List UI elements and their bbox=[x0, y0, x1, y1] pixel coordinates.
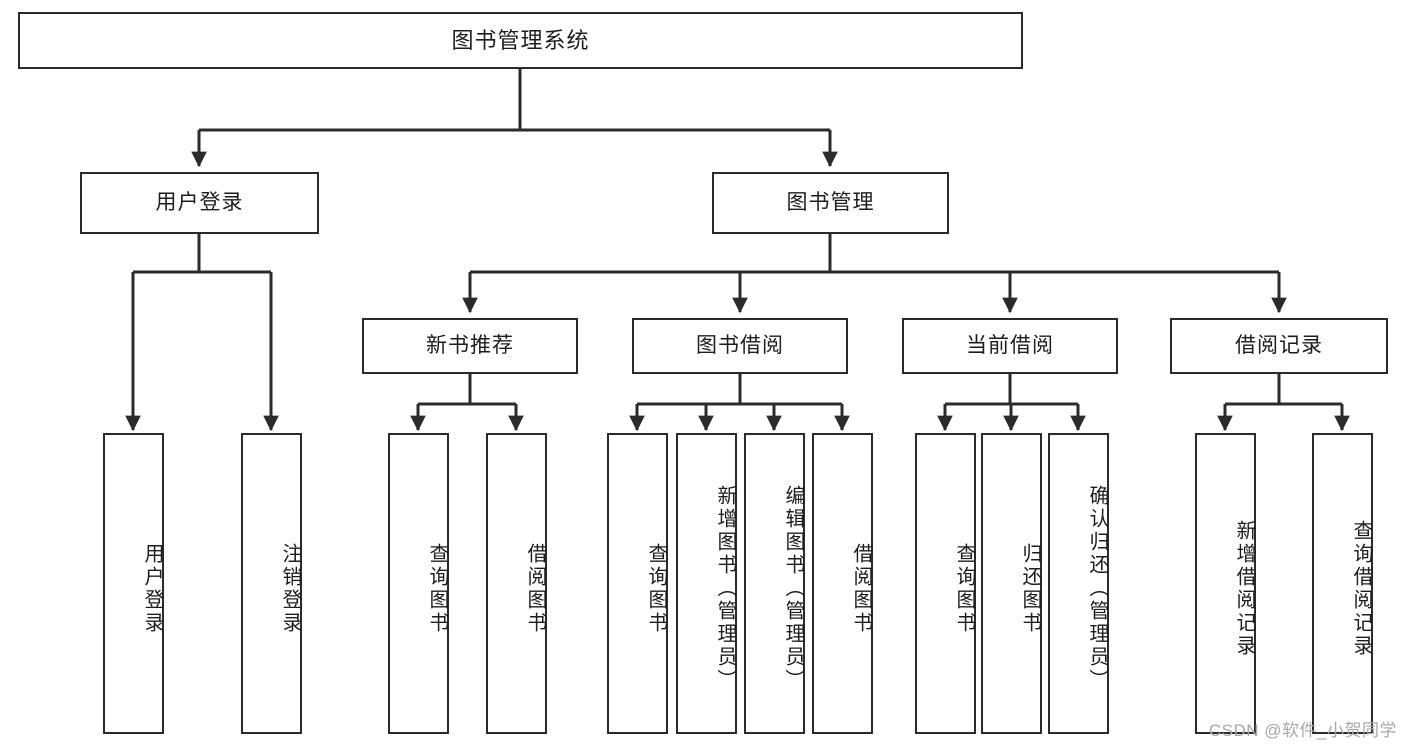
node-leaf-rec-query-book-label: 查询图书 bbox=[426, 542, 448, 635]
node-leaf-rec-borrow-book-label: 借阅图书 bbox=[524, 542, 546, 635]
node-leaf-borrow-query-book[interactable]: 查询图书 bbox=[607, 433, 668, 734]
node-borrow-record-label: 借阅记录 bbox=[1235, 333, 1323, 357]
node-leaf-rec-query-record[interactable]: 查询借阅记录 bbox=[1312, 433, 1373, 734]
node-book-borrow-label: 图书借阅 bbox=[696, 333, 784, 357]
node-leaf-user-login[interactable]: 用户登录 bbox=[103, 433, 164, 734]
node-current-borrow[interactable]: 当前借阅 bbox=[902, 318, 1118, 374]
node-leaf-user-logout[interactable]: 注销登录 bbox=[241, 433, 302, 734]
node-leaf-cur-query-book-label: 查询图书 bbox=[953, 542, 975, 635]
node-user-login[interactable]: 用户登录 bbox=[80, 172, 319, 234]
node-leaf-borrow-add-book[interactable]: 新增图书（管理员） bbox=[676, 433, 737, 734]
watermark: CSDN @软件_小贺同学 bbox=[1208, 721, 1397, 740]
node-leaf-cur-query-book[interactable]: 查询图书 bbox=[915, 433, 976, 734]
node-book-borrow[interactable]: 图书借阅 bbox=[632, 318, 848, 374]
node-leaf-rec-query-record-label: 查询借阅记录 bbox=[1350, 519, 1372, 658]
node-leaf-user-login-label: 用户登录 bbox=[141, 542, 163, 635]
node-leaf-user-logout-label: 注销登录 bbox=[279, 542, 301, 635]
node-leaf-rec-borrow-book[interactable]: 借阅图书 bbox=[486, 433, 547, 734]
node-leaf-borrow-query-book-label: 查询图书 bbox=[645, 542, 667, 635]
node-leaf-rec-add-record-label: 新增借阅记录 bbox=[1233, 519, 1255, 658]
node-leaf-cur-confirm-return[interactable]: 确认归还（管理员） bbox=[1048, 433, 1109, 734]
node-root[interactable]: 图书管理系统 bbox=[18, 12, 1023, 69]
node-leaf-borrow-edit-book[interactable]: 编辑图书（管理员） bbox=[744, 433, 805, 734]
node-borrow-record[interactable]: 借阅记录 bbox=[1170, 318, 1388, 374]
node-leaf-rec-add-record[interactable]: 新增借阅记录 bbox=[1195, 433, 1256, 734]
node-user-login-label: 用户登录 bbox=[155, 190, 244, 214]
node-book-manage-label: 图书管理 bbox=[786, 190, 875, 214]
node-leaf-borrow-edit-book-label: 编辑图书（管理员） bbox=[782, 485, 804, 692]
node-leaf-borrow-borrow-book-label: 借阅图书 bbox=[850, 542, 872, 635]
node-new-book-rec-label: 新书推荐 bbox=[426, 333, 514, 357]
node-leaf-rec-query-book[interactable]: 查询图书 bbox=[388, 433, 449, 734]
node-root-label: 图书管理系统 bbox=[451, 27, 590, 53]
node-leaf-borrow-add-book-label: 新增图书（管理员） bbox=[714, 485, 736, 692]
node-book-manage[interactable]: 图书管理 bbox=[712, 172, 949, 234]
node-new-book-rec[interactable]: 新书推荐 bbox=[362, 318, 578, 374]
node-leaf-borrow-borrow-book[interactable]: 借阅图书 bbox=[812, 433, 873, 734]
node-leaf-cur-return-book[interactable]: 归还图书 bbox=[981, 433, 1042, 734]
node-leaf-cur-return-book-label: 归还图书 bbox=[1019, 542, 1041, 635]
node-current-borrow-label: 当前借阅 bbox=[966, 333, 1054, 357]
node-leaf-cur-confirm-return-label: 确认归还（管理员） bbox=[1086, 485, 1108, 692]
